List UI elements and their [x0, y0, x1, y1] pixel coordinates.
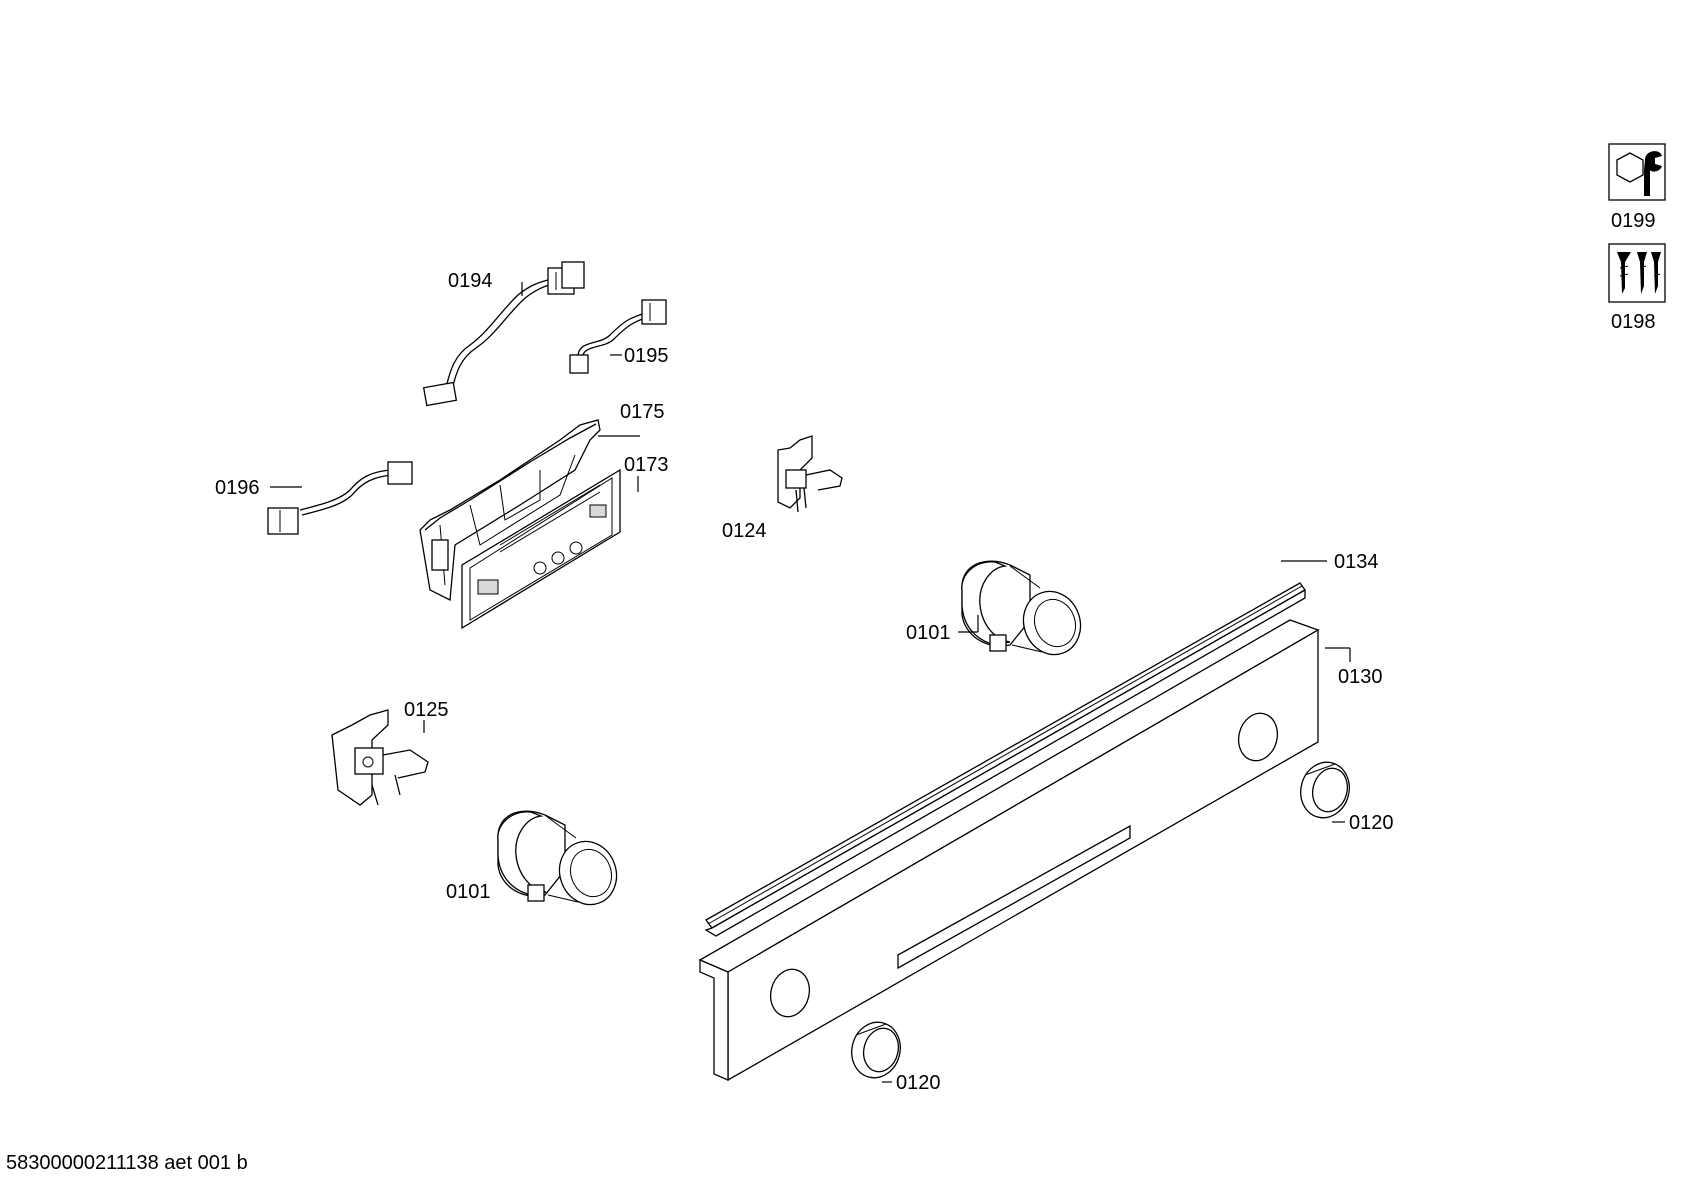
callout-0173: 0173 — [624, 454, 669, 476]
service-kit-0198[interactable] — [1608, 243, 1666, 303]
part-switch-0124[interactable] — [777, 435, 843, 513]
document-id: 58300000211138 aet 001 b — [6, 1152, 248, 1174]
screws-icon — [1617, 252, 1661, 294]
callout-0194: 0194 — [448, 270, 493, 292]
part-rotary-knob-0101-upper[interactable] — [961, 560, 1089, 662]
callout-0130: 0130 — [1338, 666, 1383, 688]
callout-labels: 0194 0195 0175 0173 0196 0124 0134 0101 … — [215, 210, 1656, 1094]
callout-0101-lower: 0101 — [446, 881, 491, 903]
part-rotary-knob-0101-lower[interactable] — [497, 810, 625, 912]
callout-0195: 0195 — [624, 345, 669, 367]
callout-0120-bottom: 0120 — [896, 1072, 941, 1094]
part-control-panel-0130[interactable] — [698, 619, 1320, 1082]
callout-0199: 0199 — [1611, 210, 1656, 232]
callout-0101-upper: 0101 — [906, 622, 951, 644]
nut-wrench-icon — [1616, 151, 1662, 196]
leader-lines — [270, 282, 1351, 1083]
callout-0175: 0175 — [620, 401, 665, 423]
part-control-board-0173[interactable] — [461, 468, 621, 630]
part-wiring-harness-0194[interactable] — [422, 261, 585, 407]
part-wiring-harness-0195[interactable] — [569, 299, 667, 374]
part-wiring-harness-0196[interactable] — [267, 461, 413, 535]
callout-0134: 0134 — [1334, 551, 1379, 573]
callout-0196: 0196 — [215, 477, 260, 499]
part-bezel-ring-0120-right[interactable] — [1295, 757, 1356, 824]
part-switch-0125[interactable] — [331, 709, 429, 806]
part-trim-strip-0134[interactable] — [704, 582, 1306, 937]
callout-0198: 0198 — [1611, 311, 1656, 333]
service-kit-0199[interactable] — [1608, 143, 1666, 201]
callout-0120-right: 0120 — [1349, 812, 1394, 834]
part-control-module-bracket-0175[interactable] — [419, 419, 601, 602]
callout-0125: 0125 — [404, 699, 449, 721]
part-bezel-ring-0120-bottom[interactable] — [846, 1017, 907, 1084]
callout-0124: 0124 — [722, 520, 767, 542]
